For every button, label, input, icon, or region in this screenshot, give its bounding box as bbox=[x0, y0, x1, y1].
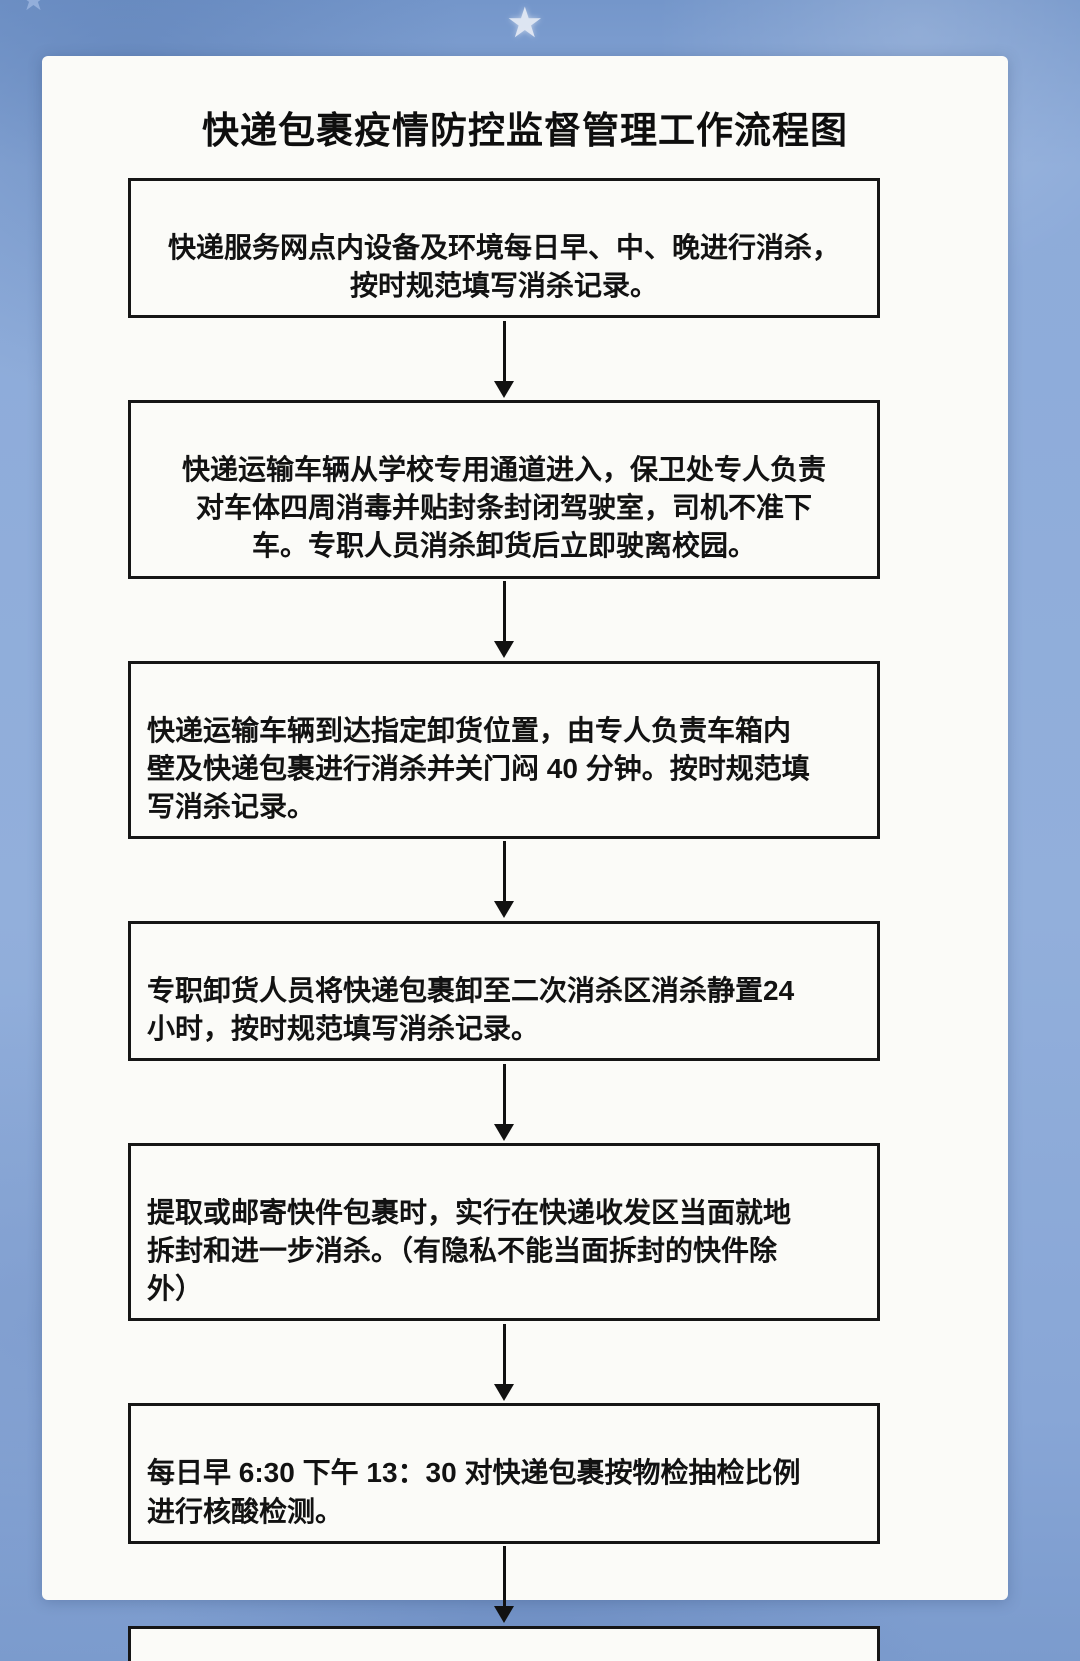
arrow-shaft bbox=[502, 1546, 506, 1607]
flow-step-secondary-disinfect: 专职卸货人员将快递包裹卸至二次消杀区消杀静置24 小时，按时规范填写消杀记录。 bbox=[128, 920, 880, 1062]
flow-step-disinfect-outlet: 快递服务网点内设备及环境每日早、中、晚进行消杀， 按时规范填写消杀记录。 bbox=[128, 178, 880, 319]
corner-star-icon: ★ bbox=[20, 0, 47, 17]
flow-step-2-text: 快递运输车辆从学校专用通道进入，保卫处专人负责 对车体四周消毒并贴封条封闭驾驶室… bbox=[181, 454, 826, 562]
flow-arrow-1 bbox=[128, 318, 880, 400]
arrow-shaft bbox=[502, 581, 506, 642]
flow-step-nucleic-test: 每日早 6:30 下午 13：30 对快递包裹按物检抽检比例 进行核酸检测。 bbox=[128, 1403, 880, 1544]
arrow-shaft bbox=[502, 1323, 506, 1384]
arrow-head-icon bbox=[494, 380, 514, 398]
arrow-head-icon bbox=[494, 1606, 514, 1624]
star-icon: ★ bbox=[506, 0, 544, 46]
arrow-shaft bbox=[502, 841, 506, 902]
flow-step-6-text: 每日早 6:30 下午 13：30 对快递包裹按物检抽检比例 进行核酸检测。 bbox=[147, 1457, 801, 1527]
flow-arrow-6 bbox=[128, 1544, 880, 1626]
arrow-head-icon bbox=[494, 1383, 514, 1401]
flow-step-pickup-unpack: 提取或邮寄快件包裹时，实行在快递收发区当面就地 拆封和进一步消杀。（有隐私不能当… bbox=[128, 1143, 880, 1322]
flowchart-paper: 快递包裹疫情防控监督管理工作流程图 快递服务网点内设备及环境每日早、中、晚进行消… bbox=[42, 56, 1008, 1661]
flowchart: 快递服务网点内设备及环境每日早、中、晚进行消杀， 按时规范填写消杀记录。 快递运… bbox=[128, 178, 880, 1661]
flow-arrow-4 bbox=[128, 1061, 880, 1143]
flow-arrow-3 bbox=[128, 839, 880, 921]
flow-step-1-text: 快递服务网点内设备及环境每日早、中、晚进行消杀， 按时规范填写消杀记录。 bbox=[167, 232, 840, 302]
flow-arrow-5 bbox=[128, 1321, 880, 1403]
flow-step-unload-position: 快递运输车辆到达指定卸货位置，由专人负责车箱内 壁及快递包裹进行消杀并关门闷 4… bbox=[128, 660, 880, 839]
flow-step-3-text: 快递运输车辆到达指定卸货位置，由专人负责车箱内 壁及快递包裹进行消杀并关门闷 4… bbox=[147, 714, 810, 822]
page-title: 快递包裹疫情防控监督管理工作流程图 bbox=[202, 110, 848, 151]
flow-arrow-2 bbox=[128, 579, 880, 661]
arrow-shaft bbox=[502, 320, 506, 381]
flow-step-daily-ledger-check: 每日检查快递从业人员健康管理台账、核酸检测台账 bbox=[128, 1625, 880, 1661]
flow-step-vehicle-entry: 快递运输车辆从学校专用通道进入，保卫处专人负责 对车体四周消毒并贴封条封闭驾驶室… bbox=[128, 400, 880, 579]
arrow-head-icon bbox=[494, 1123, 514, 1141]
arrow-head-icon bbox=[494, 901, 514, 919]
flow-step-4-text: 专职卸货人员将快递包裹卸至二次消杀区消杀静置24 小时，按时规范填写消杀记录。 bbox=[147, 974, 795, 1045]
arrow-head-icon bbox=[494, 641, 514, 659]
flow-step-5-text: 提取或邮寄快件包裹时，实行在快递收发区当面就地 拆封和进一步消杀。（有隐私不能当… bbox=[147, 1197, 792, 1305]
arrow-shaft bbox=[502, 1063, 506, 1124]
